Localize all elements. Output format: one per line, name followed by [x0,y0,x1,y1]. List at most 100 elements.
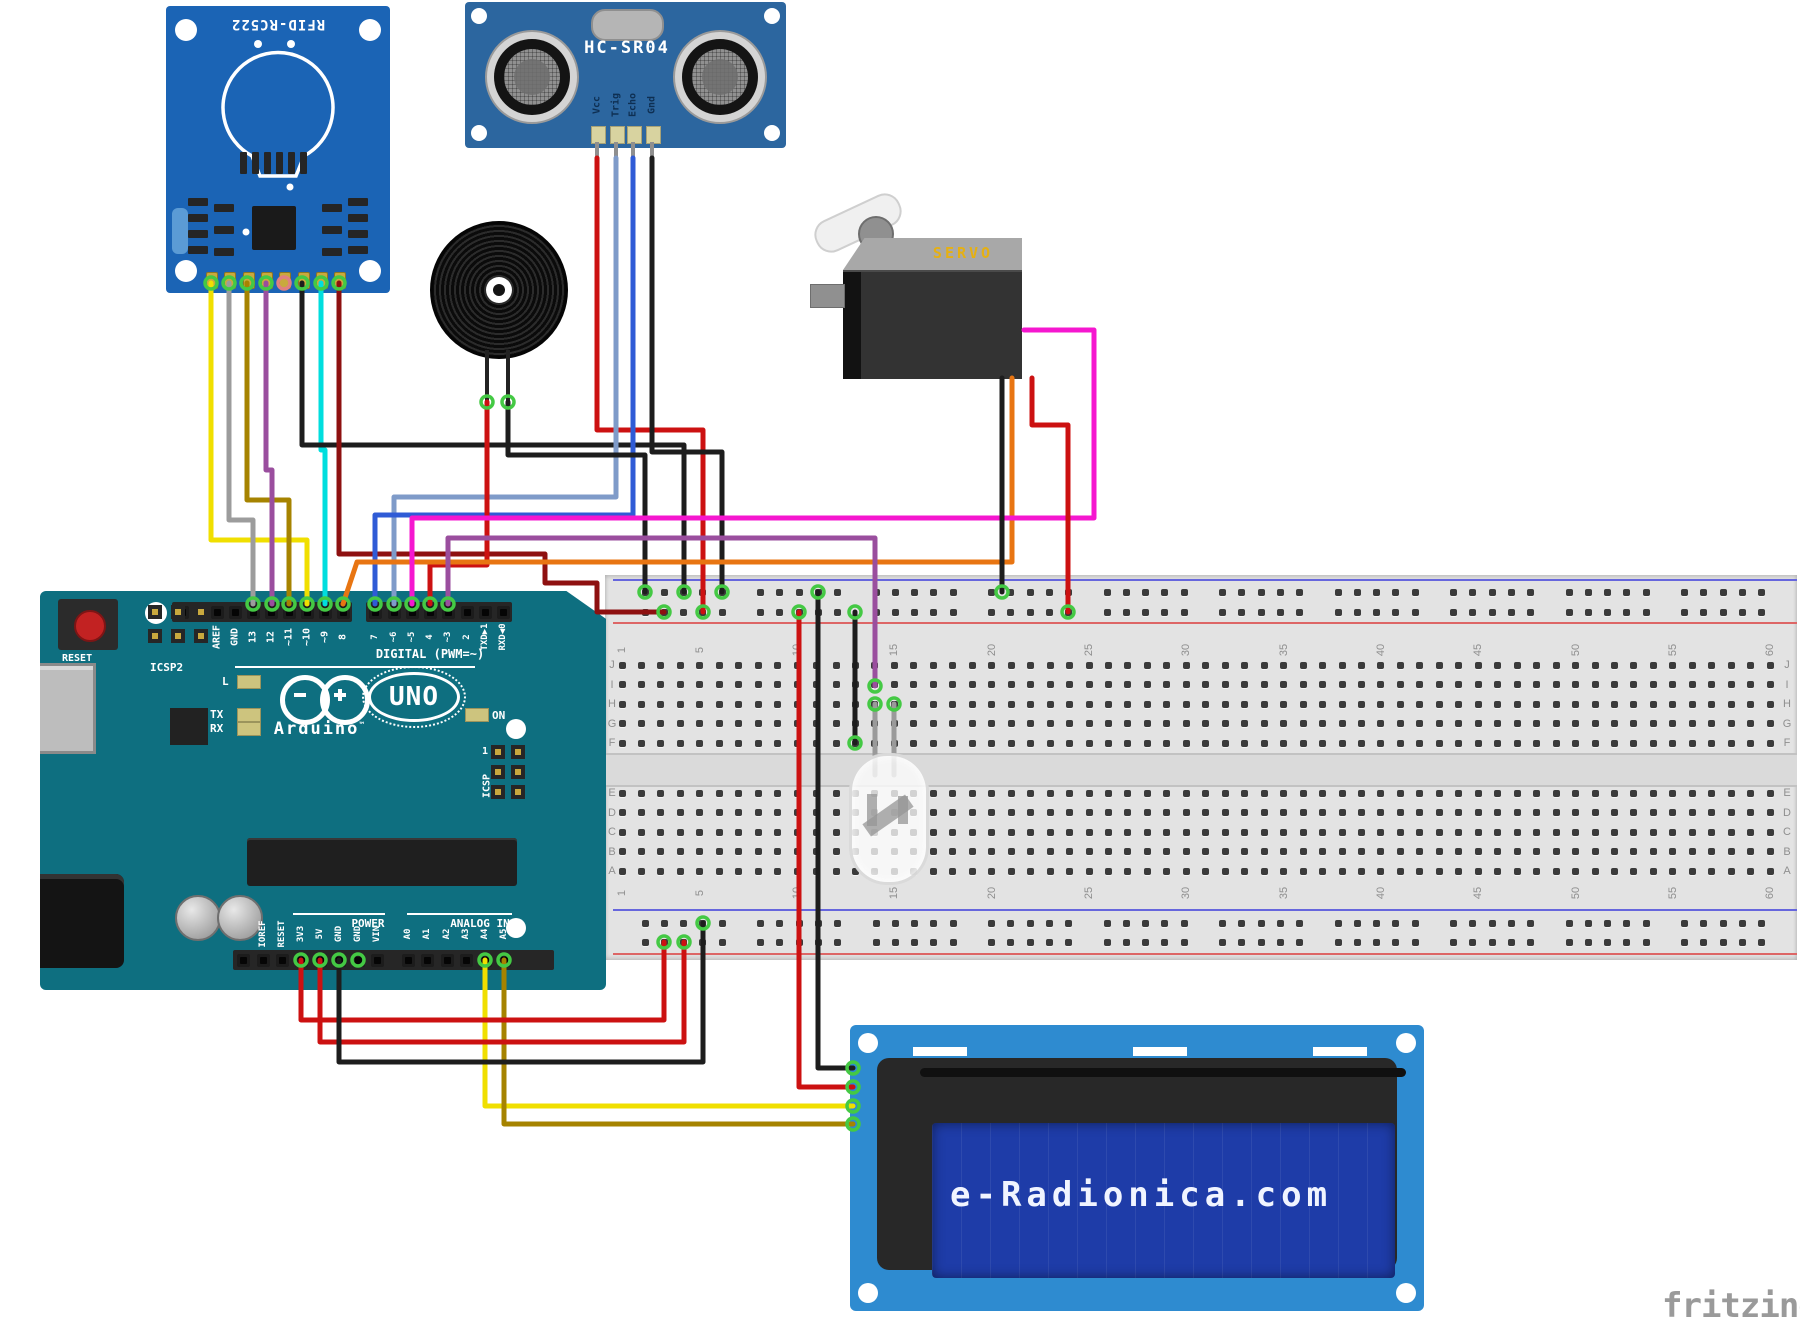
breadboard-hole [949,809,957,816]
breadboard-hole [832,848,840,855]
rail-hole [1623,919,1631,927]
wire-sonar-gnd-to-rail[interactable] [649,155,725,595]
breadboard-hole [910,700,918,708]
rail-hole [1334,919,1342,927]
breadboard-hole [1727,700,1735,708]
buzzer[interactable] [430,221,568,359]
breadboard-hole [1163,739,1171,747]
arduino-uno[interactable]: RESET ICSP2 DIGITAL (PWM=~) L TX RX Ardu… [40,591,606,990]
rfid-chip [252,206,296,250]
wire-rfid-mosi-to-d11[interactable] [244,280,292,607]
rail-hole [988,938,995,946]
column-number: 20 [985,886,998,900]
breadboard-hole [637,867,645,875]
breadboard-hole [1630,681,1638,688]
breadboard-hole [1669,661,1677,669]
rail-hole [1738,608,1746,616]
breadboard-hole [1494,828,1502,836]
breadboard-hole [1455,681,1463,688]
wire-rfid-miso-to-d12[interactable] [263,280,275,607]
breadboard-hole [988,867,996,875]
breadboard-hole [1474,867,1482,875]
breadboard-hole [1280,848,1288,855]
breadboard-hole [1066,720,1074,727]
breadboard-hole [754,809,762,816]
breadboard-hole [832,789,840,797]
breadboard-hole [1260,828,1268,836]
wire-servo-power-to-rail[interactable] [1029,375,1071,615]
digital-pin [368,605,382,619]
breadboard-hole [1143,661,1151,669]
breadboard-hole [1494,720,1502,727]
breadboard-hole [1552,681,1560,688]
wire-a5-to-lcd-scl[interactable] [501,957,856,1127]
wire-buzzer-neg-to-rail[interactable] [505,399,648,595]
breadboard-hole [1124,828,1132,836]
breadboard-hole [1727,789,1735,797]
breadboard-hole [1669,809,1677,816]
breadboard-hole [1552,739,1560,747]
wire-gnd-to-bottom-rail[interactable] [336,920,706,1065]
wire-rfid-sda-to-d10[interactable] [208,280,310,607]
breadboard-hole [1299,661,1307,669]
rail-hole [1373,919,1380,927]
breadboard-hole [1124,739,1132,747]
power-pin [370,953,384,967]
breadboard-hole [1085,867,1093,875]
digital-pin [405,605,419,619]
rail-hole [949,938,957,946]
capacitor [175,895,221,941]
row-letter: G [607,717,617,730]
digital-pin-label: 2 [462,634,472,640]
wire-rail-to-lcd-gnd[interactable] [815,589,856,1071]
icsp2-pin [148,629,162,643]
wire-d3-to-led[interactable] [445,535,878,689]
breadboard-hole [1610,681,1618,688]
servo-motor[interactable]: SERVO [808,188,1024,380]
rail-hole [872,938,880,946]
lcd-display-16x2[interactable]: e-Radionica.com [850,1025,1424,1311]
wire-3v3-to-bottom-rail[interactable] [298,939,667,1023]
rail-hole [1373,608,1380,616]
rail-hole [1219,588,1226,596]
breadboard-hole [968,681,976,688]
rail-hole [1180,588,1188,596]
breadboard-hole [1708,720,1716,727]
wire-a4-to-lcd-sda[interactable] [482,957,856,1109]
digital-pin-label: ~11 [283,627,295,647]
breadboard-hole [1182,739,1190,747]
rail-hole [1238,608,1246,616]
breadboard-hole [1708,848,1716,855]
wire-5v-to-bottom-rail[interactable] [317,939,687,1045]
wire-rfid-sck-to-d13[interactable] [226,280,256,607]
breadboard-hole [1416,809,1424,816]
breadboard-hole [949,828,957,836]
wire-d8-to-servo-signal[interactable] [340,375,1015,607]
rail-hole [1738,938,1746,946]
breadboard-hole [949,720,957,727]
wire-sonar-trig-to-d6[interactable] [391,155,619,607]
wire-rfid-vcc-to-rail[interactable] [336,280,667,615]
breadboard-hole [1105,867,1112,875]
breadboard-hole [1027,828,1035,836]
breadboard-hole [1260,789,1268,797]
breadboard-hole [1182,828,1190,836]
rail-hole [1450,608,1457,616]
led-white[interactable] [849,753,929,885]
wire-d5-to-servo[interactable] [409,327,1097,607]
breadboard-hole [1105,700,1112,708]
lcd-tab [1313,1047,1367,1056]
breadboard-hole [988,848,996,855]
reset-button[interactable] [58,599,118,650]
rail-hole [1623,608,1631,616]
breadboard-hole [1066,661,1074,669]
breadboard-hole [929,828,937,836]
wire-rail-to-lcd-vcc[interactable] [796,609,856,1090]
rail-hole [1604,919,1611,927]
wire-rfid-rst-to-d9[interactable] [318,280,328,607]
rfid-rc522-module[interactable]: RFID-RC522 [166,6,390,293]
breadboard-hole [1494,867,1502,875]
wire-buzzer-pos-to-d4[interactable] [427,399,490,607]
